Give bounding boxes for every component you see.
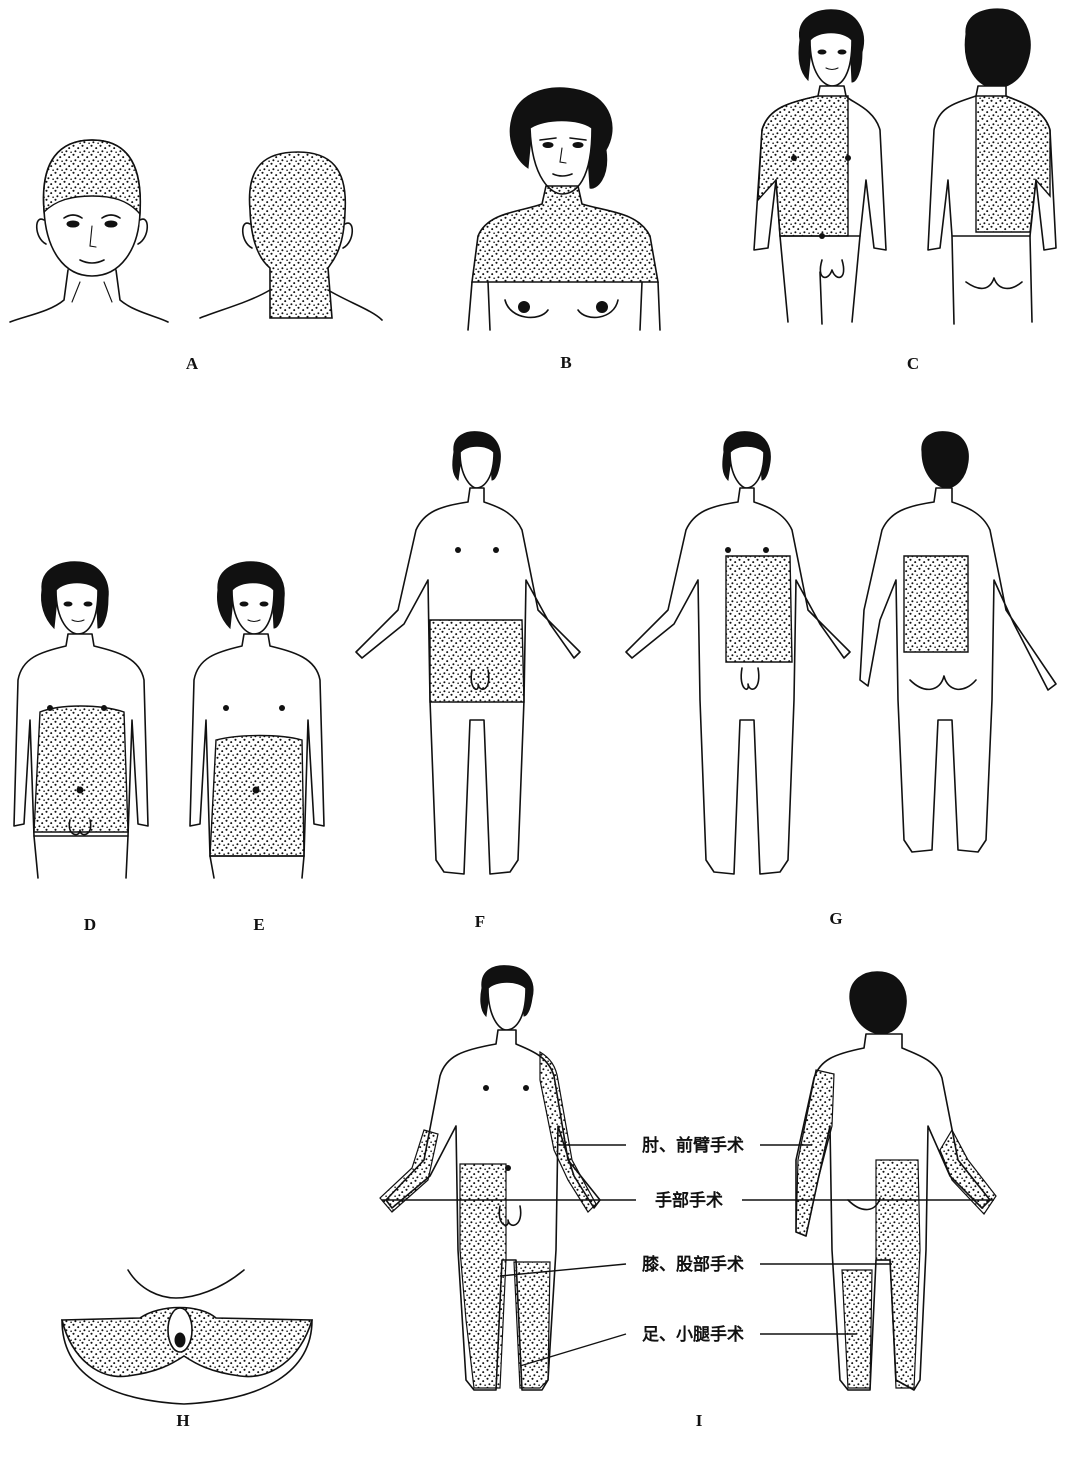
prep-area-front-leg [514, 1262, 550, 1388]
prep-area-neck-chest [472, 186, 658, 282]
prep-area-back-left-arm [796, 1070, 834, 1236]
panel-label-h: H [176, 1411, 189, 1430]
panel-a-back-head [200, 152, 382, 320]
callout-hand-label: 手部手术 [655, 1190, 723, 1211]
prep-area-lower-abdomen [210, 736, 304, 857]
callout-forearm-label: 肘、前臂手术 [642, 1135, 744, 1156]
panel-e: E [190, 562, 324, 934]
prep-area-upper-abdomen [34, 706, 128, 832]
prep-area-lumbar-back [904, 556, 968, 652]
panel-h: H [62, 1270, 312, 1430]
panel-f: F [356, 432, 580, 931]
panel-label-b: B [560, 353, 571, 372]
callout-knee-label: 膝、股部手术 [642, 1254, 744, 1275]
callout-foot-label: 足、小腿手术 [642, 1324, 744, 1345]
prep-area-back-leg [842, 1270, 872, 1388]
prep-area-back-right-forearm [940, 1130, 996, 1214]
panel-label-g: G [829, 909, 842, 928]
panel-label-c: C [907, 354, 919, 373]
panel-label-i: I [696, 1411, 703, 1430]
panel-b: B [468, 88, 660, 372]
panel-a-front-head [10, 140, 168, 322]
panel-label-a: A [186, 354, 199, 373]
panel-c: C [754, 9, 1056, 373]
panel-label-f: F [475, 912, 485, 931]
panel-label-e: E [253, 915, 264, 934]
panel-a: A [10, 140, 382, 373]
prep-area-flank-front [726, 556, 792, 662]
panel-label-d: D [84, 915, 96, 934]
panel-i: 肘、前臂手术 手部手术 膝、股部手术 足、小腿手术 I [380, 966, 996, 1430]
panel-g: G [626, 432, 1056, 928]
panel-d: D [14, 562, 148, 934]
prep-area-back-thigh [876, 1160, 920, 1388]
